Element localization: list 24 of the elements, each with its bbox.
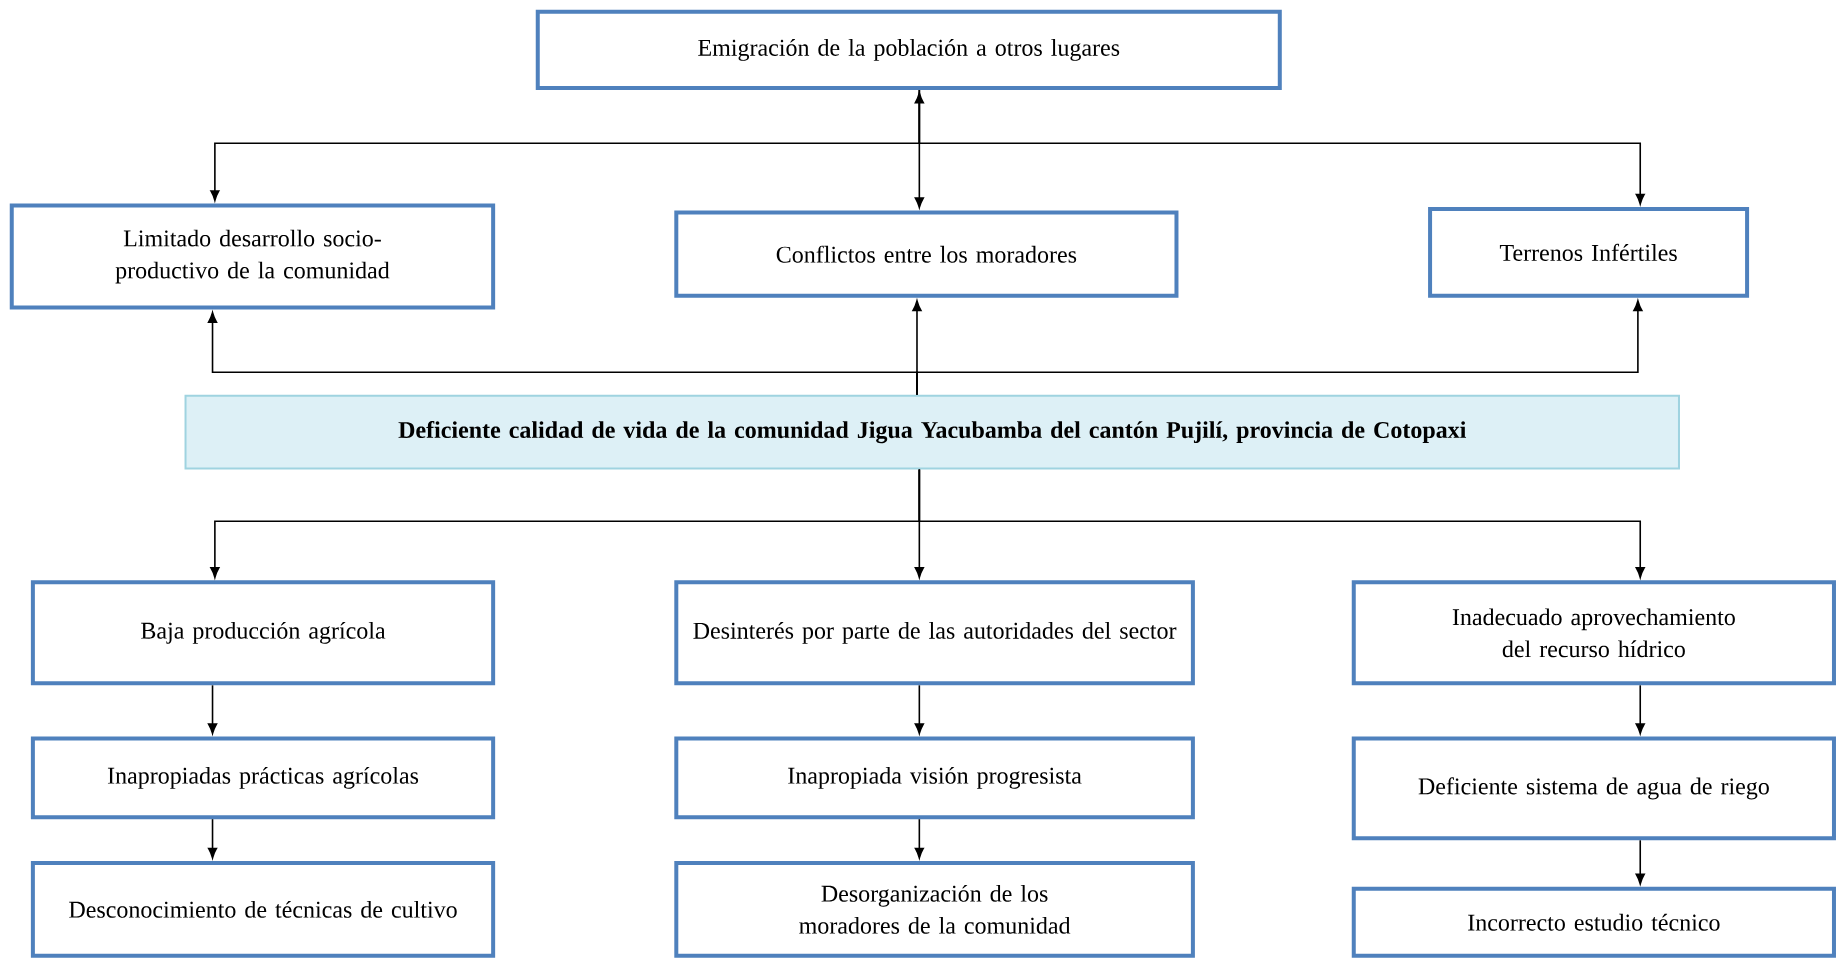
problem-box: Baja producción agrícola <box>30 580 496 686</box>
problem-box: Desorganización de los moradores de la comunidad <box>674 860 1195 958</box>
problem-box: Inapropiadas prácticas agrícolas <box>30 736 496 819</box>
problem-box: Inadecuado aprovechamiento del recurso hídrico <box>1351 580 1836 686</box>
arrow <box>914 92 925 208</box>
problem-box: Deficiente sistema de agua de riego <box>1351 736 1836 841</box>
arrow <box>914 684 925 734</box>
arrow <box>1635 839 1645 885</box>
arrow <box>918 89 1645 205</box>
problem-box: Limitado desarrollo socio-productivo de la comunidad <box>9 203 496 310</box>
problem-box: Desinterés por parte de las autoridades del sector <box>674 580 1195 686</box>
problem-box: Terrenos Infértiles <box>1428 206 1750 298</box>
problem-box: Incorrecto estudio técnico <box>1351 886 1836 958</box>
arrow <box>207 684 218 734</box>
problem-box: Conflictos entre los moradores <box>674 210 1179 298</box>
problem-box: Emigración de la población a otros lugares <box>535 9 1282 90</box>
arrow <box>1635 684 1645 734</box>
problem-box: Desconocimiento de técnicas de cultivo <box>30 860 496 958</box>
arrow <box>207 818 218 859</box>
central-problem-box: Deficiente calidad de vida de la comunidad Jigua Yacubamba del cantón Pujilí, provincia de Cotopaxi <box>184 394 1680 470</box>
problem-box: Inapropiada visión progresista <box>674 736 1195 819</box>
arrow <box>914 818 925 859</box>
arrow <box>916 299 1643 396</box>
arrow <box>918 468 1645 578</box>
